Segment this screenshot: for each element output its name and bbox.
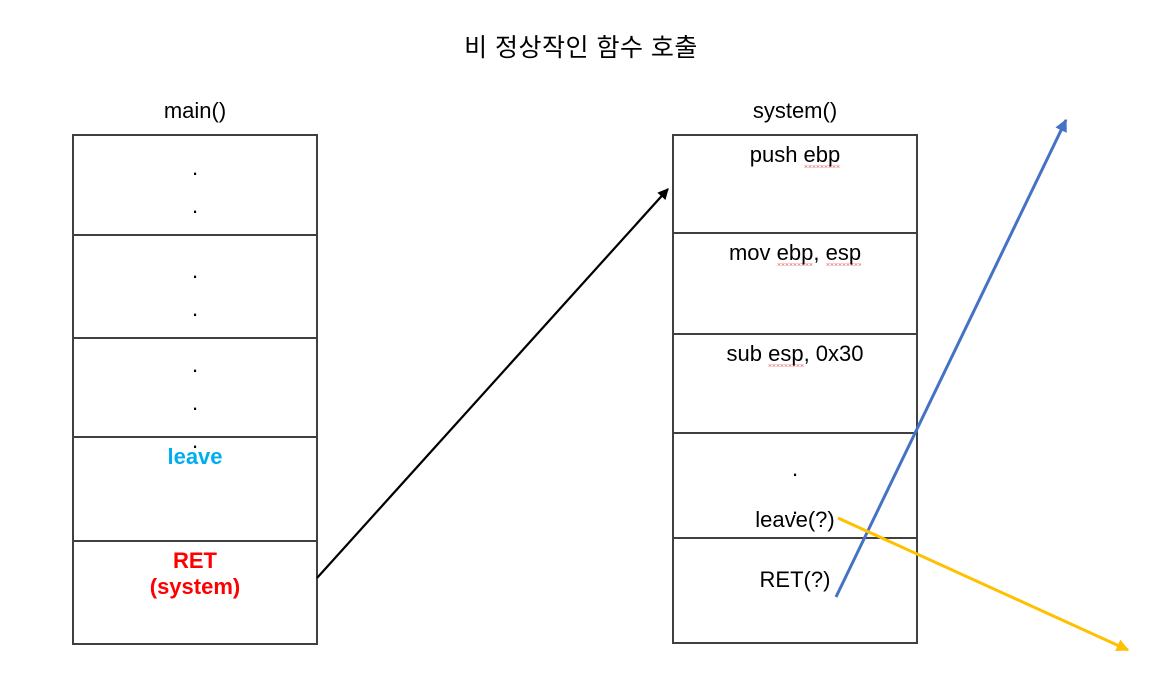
stack-cell-main-leave: leave bbox=[74, 438, 316, 542]
push-ebp-instruction: push ebp bbox=[674, 142, 916, 168]
register-operand: esp bbox=[825, 240, 862, 265]
instruction-mnemonic: sub bbox=[726, 341, 769, 366]
stack-cell-system-sub: sub esp, 0x30 bbox=[674, 335, 916, 434]
dot: . bbox=[791, 456, 799, 481]
ret-target-label: (system) bbox=[149, 574, 241, 599]
right-stack-system: push ebp mov ebp, esp sub esp, 0x30 . . … bbox=[672, 134, 918, 644]
ellipsis-dots: . . bbox=[74, 252, 316, 328]
ellipsis-dots: . . bbox=[74, 149, 316, 225]
page-title: 비 정상작인 함수 호출 bbox=[464, 34, 698, 62]
register-operand: ebp bbox=[776, 240, 814, 265]
leave-unknown-label: leave(?) bbox=[755, 507, 835, 532]
mov-ebp-esp-instruction: mov ebp, esp bbox=[674, 240, 916, 266]
stack-cell-main-2: . . bbox=[74, 236, 316, 339]
call-arrow bbox=[316, 188, 669, 579]
dot: . bbox=[191, 352, 199, 377]
right-stack-label: system() bbox=[752, 98, 838, 123]
sub-esp-instruction: sub esp, 0x30 bbox=[674, 341, 916, 367]
ret-unknown-label: RET(?) bbox=[759, 567, 831, 592]
instruction-mnemonic: push bbox=[749, 142, 804, 167]
dot: . bbox=[191, 428, 199, 453]
leave-instruction-label: leave bbox=[167, 444, 223, 469]
register-operand: esp bbox=[768, 341, 804, 366]
register-operand: ebp bbox=[803, 142, 841, 167]
stack-cell-main-ret: RET (system) bbox=[74, 542, 316, 643]
dot: . bbox=[191, 193, 199, 218]
dot: . bbox=[191, 258, 199, 283]
ret-instruction-label: RET bbox=[173, 548, 217, 573]
dot: . bbox=[191, 390, 199, 415]
dot: . bbox=[191, 155, 199, 180]
stack-cell-main-3: . . . bbox=[74, 339, 316, 453]
ellipsis-dots: . . . bbox=[74, 346, 316, 460]
stack-cell-main-1: . . bbox=[74, 136, 316, 236]
stack-cell-system-mov: mov ebp, esp bbox=[674, 234, 916, 335]
stack-cell-system-ret: RET(?) bbox=[674, 539, 916, 642]
dot: . bbox=[791, 494, 799, 519]
dot: . bbox=[191, 296, 199, 321]
immediate-operand: , 0x30 bbox=[803, 341, 864, 366]
instruction-mnemonic: mov bbox=[728, 240, 777, 265]
stack-cell-system-leave: . . leave(?) bbox=[674, 434, 916, 539]
operand-separator: , bbox=[813, 240, 826, 265]
left-stack-label: main() bbox=[163, 98, 227, 123]
stack-cell-system-push: push ebp bbox=[674, 136, 916, 234]
ellipsis-dots: . . bbox=[674, 450, 916, 526]
left-stack-main: . . . . . . . leave RET (system) bbox=[72, 134, 318, 645]
